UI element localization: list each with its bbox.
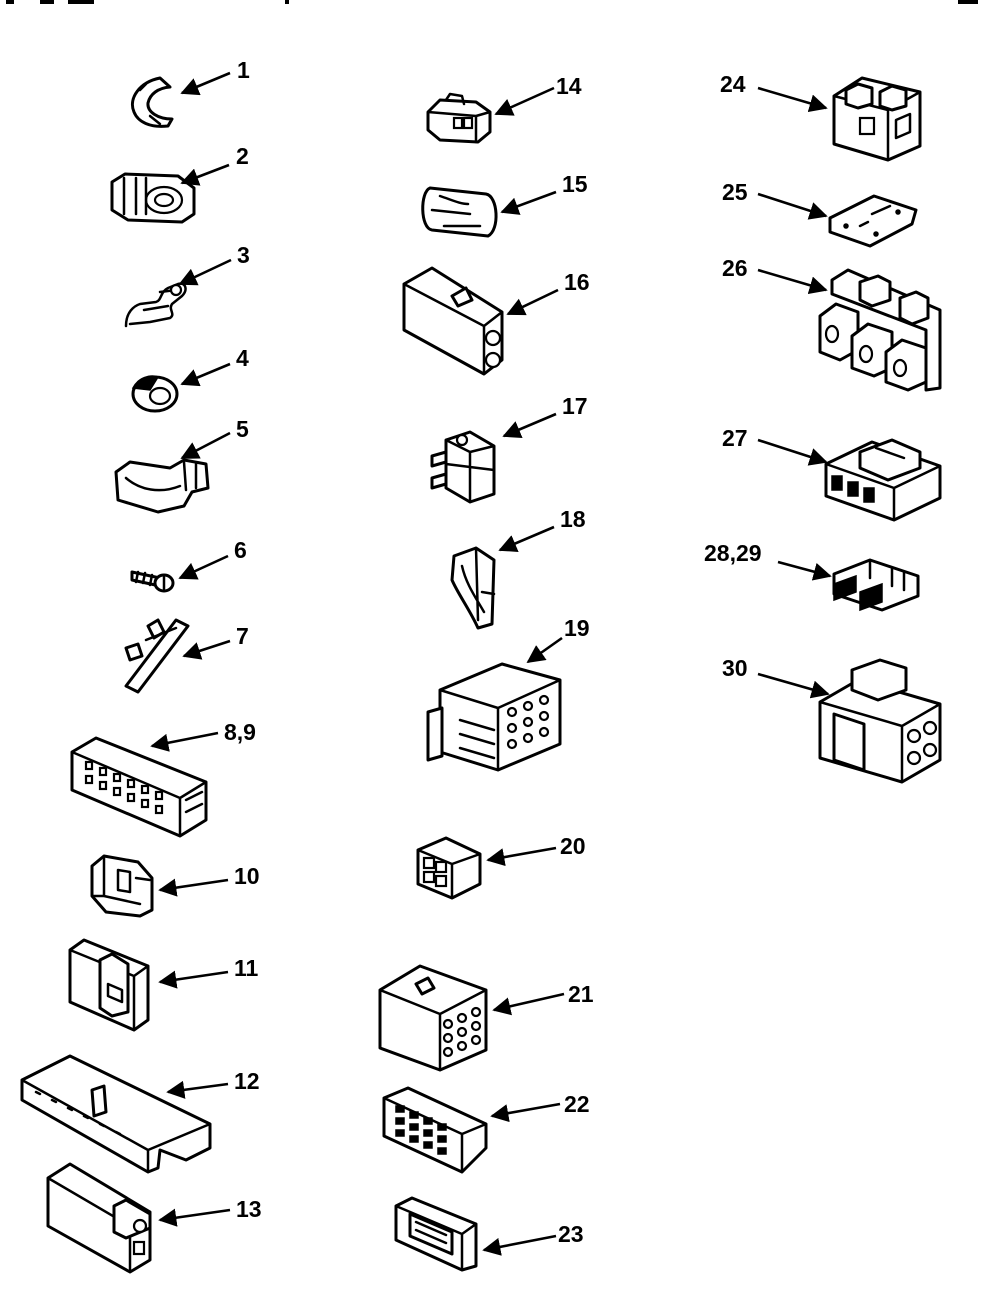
callout-13-label: 13 xyxy=(236,1196,262,1222)
callout-24: 24 xyxy=(720,71,828,113)
callout-11-label: 11 xyxy=(234,955,259,981)
callout-22-label: 22 xyxy=(564,1091,590,1117)
part-25-plate xyxy=(828,194,918,248)
part-7-push-strip xyxy=(124,618,190,694)
part-27-housing xyxy=(824,438,942,522)
callout-17: 17 xyxy=(502,393,588,438)
callout-18: 18 xyxy=(498,506,586,552)
callout-12: 12 xyxy=(166,1068,260,1099)
callout-18-label: 18 xyxy=(560,506,586,532)
callout-6-label: 6 xyxy=(234,537,247,563)
callout-15: 15 xyxy=(500,171,588,215)
callout-21-label: 21 xyxy=(568,981,594,1007)
part-17-block xyxy=(430,430,496,504)
part-30-housing xyxy=(818,658,942,784)
part-19-housing xyxy=(426,662,562,772)
callout-10-label: 10 xyxy=(234,863,260,889)
callout-17-label: 17 xyxy=(562,393,588,419)
part-10-connector xyxy=(90,854,154,918)
scan-edge-marks xyxy=(6,0,978,4)
callout-3: 3 xyxy=(178,242,250,286)
part-2-clamp xyxy=(110,172,196,224)
part-12-housing xyxy=(20,1054,212,1174)
callout-5-label: 5 xyxy=(236,416,249,442)
callout-19-label: 19 xyxy=(564,615,590,641)
callout-1: 1 xyxy=(180,57,250,96)
callout-13: 13 xyxy=(158,1196,262,1227)
part-26-assembly xyxy=(818,268,942,392)
callout-20: 20 xyxy=(486,833,586,867)
part-6-screw xyxy=(130,570,175,593)
callout-10: 10 xyxy=(158,863,260,897)
callout-25: 25 xyxy=(722,179,828,220)
callout-23-label: 23 xyxy=(558,1221,584,1247)
callout-26: 26 xyxy=(722,255,828,295)
part-8-9-connector xyxy=(70,736,208,838)
callout-26-label: 26 xyxy=(722,255,748,281)
part-22-housing xyxy=(382,1086,488,1174)
callout-25-label: 25 xyxy=(722,179,748,205)
callout-8-9: 8,9 xyxy=(150,719,256,752)
callout-28-29-label: 28,29 xyxy=(704,540,762,566)
callout-20-label: 20 xyxy=(560,833,586,859)
callout-5: 5 xyxy=(180,416,249,460)
callout-27: 27 xyxy=(722,425,828,466)
callout-7-label: 7 xyxy=(236,623,249,649)
callout-6: 6 xyxy=(178,537,247,580)
callout-8-9-label: 8,9 xyxy=(224,719,256,745)
callout-4: 4 xyxy=(180,345,249,387)
part-20-block xyxy=(416,836,482,900)
callout-12-label: 12 xyxy=(234,1068,260,1094)
callout-3-label: 3 xyxy=(237,242,250,268)
part-3-wire-clip xyxy=(124,282,187,328)
callout-2-label: 2 xyxy=(236,143,249,169)
part-18-clip xyxy=(450,546,496,630)
callout-11: 11 xyxy=(158,955,259,989)
callout-30: 30 xyxy=(722,655,830,699)
callout-30-label: 30 xyxy=(722,655,748,681)
callout-27-label: 27 xyxy=(722,425,748,451)
callout-14: 14 xyxy=(494,73,582,116)
part-28-29-terminal xyxy=(832,558,920,612)
part-13-housing xyxy=(46,1162,152,1274)
part-4-grommet xyxy=(131,375,179,413)
part-23-d-connector xyxy=(394,1196,478,1272)
callout-22: 22 xyxy=(490,1091,590,1123)
callout-4-label: 4 xyxy=(236,345,249,371)
part-24-housing xyxy=(832,76,922,162)
part-14-connector xyxy=(426,92,492,144)
callout-15-label: 15 xyxy=(562,171,588,197)
callout-23: 23 xyxy=(482,1221,584,1256)
part-16-housing xyxy=(402,266,504,376)
part-1-clip xyxy=(131,76,174,128)
callout-24-label: 24 xyxy=(720,71,746,97)
part-21-block xyxy=(378,964,488,1072)
part-11-connector xyxy=(68,938,150,1032)
callout-19: 19 xyxy=(526,615,590,664)
callout-7: 7 xyxy=(182,623,249,660)
callout-2: 2 xyxy=(180,143,249,186)
part-5-strap xyxy=(114,458,210,514)
callout-21: 21 xyxy=(492,981,594,1016)
part-15-sleeve xyxy=(421,186,498,238)
callout-16: 16 xyxy=(506,269,590,316)
callout-16-label: 16 xyxy=(564,269,590,295)
callout-1-label: 1 xyxy=(237,57,250,83)
callout-28-29: 28,29 xyxy=(704,540,832,581)
callout-14-label: 14 xyxy=(556,73,582,99)
